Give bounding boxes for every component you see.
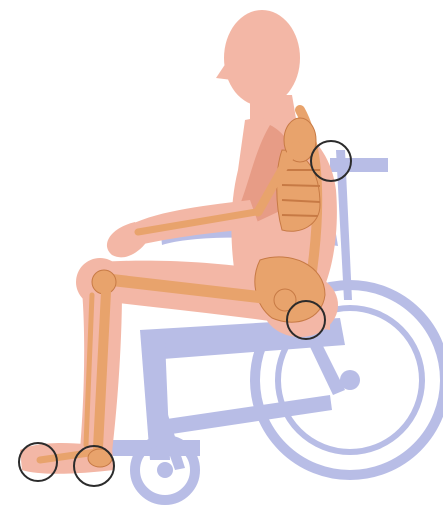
backrest-post [336,150,352,300]
lower-frame [160,395,332,435]
front-caster-hub [157,462,173,478]
backrest-handle [330,158,388,172]
head [224,10,300,106]
